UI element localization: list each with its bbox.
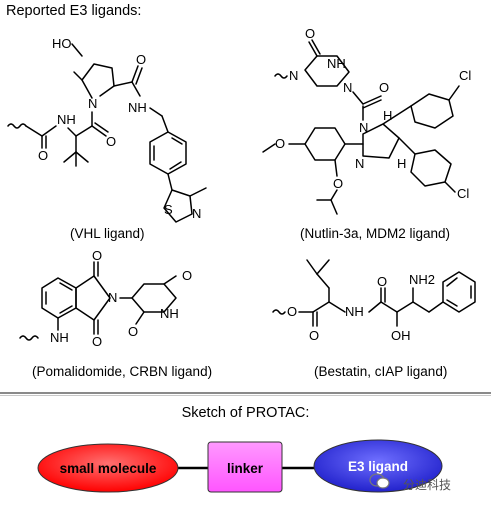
svg-text:O: O xyxy=(333,176,343,191)
bestatin-caption: (Bestatin, cIAP ligand) xyxy=(314,364,448,379)
svg-text:O: O xyxy=(92,248,102,263)
svg-text:S: S xyxy=(164,202,173,217)
small-molecule-ellipse xyxy=(37,443,179,493)
svg-text:Cl: Cl xyxy=(459,68,471,83)
svg-text:NH: NH xyxy=(57,112,76,127)
pomalidomide-caption: (Pomalidomide, CRBN ligand) xyxy=(32,364,213,379)
svg-text:O: O xyxy=(275,136,285,151)
svg-text:O: O xyxy=(287,304,297,319)
svg-text:O: O xyxy=(305,26,315,41)
svg-text:O: O xyxy=(92,334,102,349)
page-title: Reported E3 ligands: xyxy=(6,3,142,19)
svg-text:NH: NH xyxy=(345,304,364,319)
svg-text:N: N xyxy=(359,120,368,135)
svg-text:O: O xyxy=(309,328,319,343)
bestatin-structure: O O NH O OH NH2 xyxy=(272,259,476,343)
section-divider xyxy=(0,392,491,394)
svg-text:HO: HO xyxy=(52,36,72,51)
sketch-title: Sketch of PROTAC: xyxy=(181,405,310,421)
svg-text:H: H xyxy=(397,156,406,171)
svg-text:N: N xyxy=(88,96,97,111)
small-molecule-label: small molecule xyxy=(60,461,157,476)
linker-box xyxy=(207,441,283,493)
svg-text:N: N xyxy=(343,80,352,95)
vhl-ligand-structure: O NH O N HO O NH S N xyxy=(7,36,207,223)
svg-text:NH2: NH2 xyxy=(409,272,435,287)
svg-text:NH: NH xyxy=(128,100,147,115)
nutlin-3a-structure: N O NH N O N H H N O O Cl Cl xyxy=(262,26,471,215)
svg-text:N: N xyxy=(355,156,364,171)
svg-text:O: O xyxy=(182,268,192,283)
svg-text:NH: NH xyxy=(160,306,179,321)
watermark-text: 分迪科技 xyxy=(402,478,451,492)
svg-text:N: N xyxy=(108,290,117,305)
e3-ligand-label: E3 ligand xyxy=(348,459,408,474)
svg-text:O: O xyxy=(379,80,389,95)
svg-text:OH: OH xyxy=(391,328,411,343)
svg-text:O: O xyxy=(128,324,138,339)
svg-text:NH: NH xyxy=(50,330,69,345)
svg-text:Cl: Cl xyxy=(457,186,469,201)
svg-text:O: O xyxy=(106,134,116,149)
protac-sketch: small molecule linker E3 ligand xyxy=(37,439,443,493)
e3-ligand-ellipse xyxy=(313,439,443,493)
svg-text:O: O xyxy=(377,274,387,289)
vhl-caption: (VHL ligand) xyxy=(70,226,145,241)
wechat-icon xyxy=(369,473,390,489)
svg-text:NH: NH xyxy=(327,56,346,71)
svg-text:O: O xyxy=(38,148,48,163)
svg-text:H: H xyxy=(383,108,392,123)
nutlin-caption: (Nutlin-3a, MDM2 ligand) xyxy=(300,226,451,241)
svg-text:N: N xyxy=(192,206,201,221)
svg-text:O: O xyxy=(136,52,146,67)
svg-text:N: N xyxy=(289,68,298,83)
pomalidomide-structure: O O N O O NH NH xyxy=(19,248,192,349)
linker-label: linker xyxy=(227,461,264,476)
section-divider-shadow xyxy=(0,395,491,396)
